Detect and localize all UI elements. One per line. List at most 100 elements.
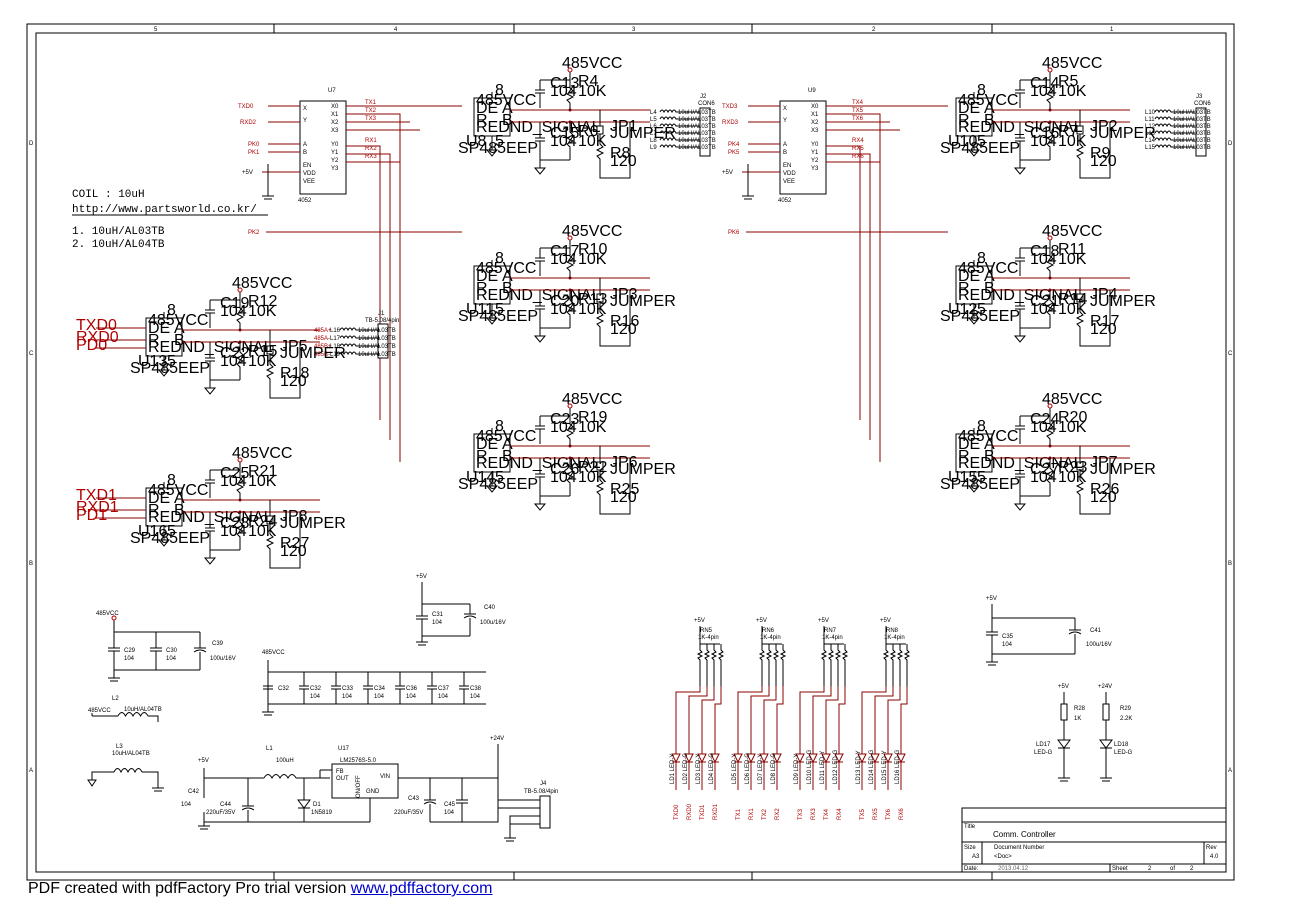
jumper-label: JUMPER xyxy=(280,345,346,362)
jumper-ref: JP8 xyxy=(280,508,308,525)
cap-ref: C22 xyxy=(220,345,249,362)
coil-value: 10uH/AL03TB xyxy=(1173,110,1211,116)
chip-pin: B xyxy=(984,448,995,465)
svg-text:TX1: TX1 xyxy=(365,100,377,106)
svg-text:104: 104 xyxy=(444,810,455,816)
svg-text:Y2: Y2 xyxy=(331,158,339,164)
net-label: RX6 xyxy=(899,808,905,820)
cap-value: 104 xyxy=(550,133,577,150)
svg-text:EN: EN xyxy=(783,163,791,169)
cap-ref: C28 xyxy=(220,515,249,532)
svg-text:Y3: Y3 xyxy=(811,166,819,172)
res-value: 120 xyxy=(280,543,307,560)
svg-text:J2: J2 xyxy=(700,94,707,100)
chip-pin: DE xyxy=(476,100,498,117)
cap-ref: C32 xyxy=(310,686,322,692)
cap-value: 104 xyxy=(342,694,353,700)
svg-text:TX3: TX3 xyxy=(365,116,377,122)
svg-text:C44: C44 xyxy=(220,802,232,808)
cap-ref: C13 xyxy=(550,75,579,92)
led-label: LD10 LED-G xyxy=(807,749,813,784)
svg-text:10uH/AL04TB: 10uH/AL04TB xyxy=(112,751,150,757)
res-ref: R18 xyxy=(280,365,309,382)
svg-text:104: 104 xyxy=(181,802,192,808)
svg-text:RX4: RX4 xyxy=(852,138,864,144)
chip-pin: 485VCC xyxy=(476,92,536,109)
svg-text:Date:: Date: xyxy=(964,866,979,872)
jumper-ref: JP2 xyxy=(1090,118,1118,135)
status-leds: +5V R28 1K LD17 LED-G +24V R29 2.2K LD18… xyxy=(1034,684,1133,782)
svg-text:100u/16V: 100u/16V xyxy=(480,620,506,626)
svg-text:Y: Y xyxy=(783,118,787,124)
jumper-label: JUMPER xyxy=(610,461,676,478)
pin-number: 5 xyxy=(495,469,504,486)
net-label: 485A+ xyxy=(314,328,332,334)
coil-ref: L10 xyxy=(1145,110,1156,116)
svg-text:PK6: PK6 xyxy=(728,230,740,236)
coil-note-url: http://www.partsworld.co.kr/ xyxy=(72,204,257,216)
rn-ref: RN7 xyxy=(824,628,837,634)
svg-text:Y: Y xyxy=(303,118,307,124)
svg-text:CON6: CON6 xyxy=(1194,101,1211,107)
res-value: 120 xyxy=(1090,489,1117,506)
svg-text:C41: C41 xyxy=(1090,628,1102,634)
svg-text:RX3: RX3 xyxy=(365,154,377,160)
title-label: Title xyxy=(964,824,976,830)
zone-letter: A xyxy=(29,768,33,774)
svg-text:2: 2 xyxy=(1190,866,1194,872)
coil-value: 10uH/AL03TB xyxy=(678,110,716,116)
chip-pin: B xyxy=(984,280,995,297)
jumper-ref: JP7 xyxy=(1090,454,1118,471)
svg-text:PK2: PK2 xyxy=(248,230,260,236)
net-label: 485B+ xyxy=(314,344,332,350)
net-label: TX4 xyxy=(824,808,830,820)
coil-ref: L11 xyxy=(1145,117,1155,123)
chip-ref: U16 xyxy=(138,523,167,540)
led-label: LD16 LED-G xyxy=(895,749,901,784)
chip-pin: B xyxy=(174,502,185,519)
zone-number: 4 xyxy=(394,27,398,33)
svg-text:100u/16V: 100u/16V xyxy=(210,656,236,662)
res-value: 120 xyxy=(1090,321,1117,338)
res-value: 120 xyxy=(610,153,637,170)
pin-number: 5 xyxy=(977,469,986,486)
coil-value: 10uH/AL03TB xyxy=(1173,124,1211,130)
rn-value: 1K-4pin xyxy=(698,635,719,641)
cap-value: 104 xyxy=(550,301,577,318)
svg-text:104: 104 xyxy=(124,656,135,662)
chip-ref: U12 xyxy=(948,301,977,318)
svg-text:100uH: 100uH xyxy=(276,758,294,764)
svg-text:L3: L3 xyxy=(116,744,123,750)
svg-text:C42: C42 xyxy=(188,789,200,795)
chip-pin: DE xyxy=(958,436,980,453)
chip-pin: R xyxy=(476,280,488,297)
cap-value: 104 xyxy=(550,469,577,486)
chip-pin: B xyxy=(502,280,513,297)
pin-number: 5 xyxy=(167,353,176,370)
cap-ref: C20 xyxy=(550,293,579,310)
zone-letter: D xyxy=(29,141,34,147)
pdffactory-link[interactable]: www.pdffactory.com xyxy=(350,880,493,897)
led-label: LD1 LED-Y xyxy=(670,754,676,784)
svg-text:4.0: 4.0 xyxy=(1210,854,1219,860)
svg-text:Y1: Y1 xyxy=(811,150,819,156)
svg-text:C35: C35 xyxy=(1002,634,1014,640)
svg-text:+5V: +5V xyxy=(198,758,209,764)
res-ref: R5 xyxy=(1058,73,1079,90)
pin-number: 8 xyxy=(167,302,176,319)
svg-text:485VCC: 485VCC xyxy=(88,708,111,714)
cap-value: 104 xyxy=(1030,83,1057,100)
svg-text:A: A xyxy=(303,142,307,148)
net-label: RXD3 xyxy=(722,120,739,126)
net-label: RX2 xyxy=(775,808,781,820)
svg-text:220uF/35V: 220uF/35V xyxy=(206,810,235,816)
title-block: Title Comm. Controller Size A3 Document … xyxy=(961,807,1227,873)
coil-value: 10uH/AL03TB xyxy=(1173,145,1211,151)
supply-label: 485VCC xyxy=(562,391,622,408)
res-ref: R7 xyxy=(1058,123,1079,140)
coil-value: 10uH/AL03TB xyxy=(358,352,396,358)
led-label: LD2 LED-G xyxy=(683,753,689,784)
